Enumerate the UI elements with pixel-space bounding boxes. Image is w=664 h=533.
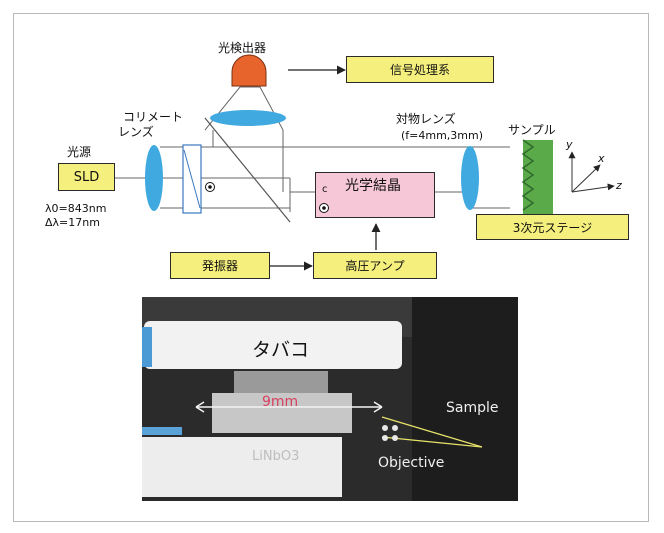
photo-objective-label: Objective (378, 455, 445, 471)
collimator-label-line1: コリメート (123, 110, 184, 124)
oscillator-box: 発振器 (170, 252, 270, 279)
optical-crystal-box (315, 172, 435, 218)
crystal-axis-letter: c (322, 184, 328, 195)
axis-z-icon (571, 183, 615, 193)
objective-focal-label: (f=4mm,3mm) (401, 129, 484, 142)
collimator-lens (145, 145, 163, 211)
axis-x-label: x (598, 152, 605, 165)
sld-box: SLD (58, 163, 115, 191)
axis-x-icon (571, 164, 601, 193)
wavelength-label: λ0=843nm (45, 202, 107, 215)
objective-lens (461, 146, 479, 210)
stage-box: 3次元ステージ (476, 214, 629, 240)
axis-z-label: z (616, 179, 622, 192)
tobacco-cylinder (144, 321, 402, 369)
amplifier-box: 高圧アンプ (313, 252, 437, 279)
collimator-label-line2: レンズ (118, 125, 154, 139)
light-source-label: 光源 (67, 145, 92, 159)
beam-splitter (204, 117, 291, 223)
photo-crystal-label: LiNbO3 (252, 449, 300, 464)
crystal-label: 光学結晶 (345, 178, 401, 194)
photo-sample-label: Sample (446, 400, 499, 416)
bandwidth-label: Δλ=17nm (45, 216, 100, 229)
length-label: 9mm (262, 394, 299, 410)
setup-photo: タバコ 9mm Sample Objective LiNbO3 (142, 297, 518, 501)
linbo3-crystal (142, 437, 342, 497)
tobacco-label: タバコ (252, 339, 310, 361)
axis-y-label: y (566, 138, 573, 151)
detector-icon (231, 54, 267, 87)
detector-label: 光検出器 (218, 41, 267, 55)
sample-label: サンプル (508, 123, 556, 137)
signal-processing-box: 信号処理系 (346, 56, 494, 83)
objective-label: 対物レンズ (396, 112, 456, 126)
detector-lens (210, 110, 286, 126)
optical-setup-diagram (115, 54, 615, 271)
crystal-dot-icon (319, 203, 329, 213)
